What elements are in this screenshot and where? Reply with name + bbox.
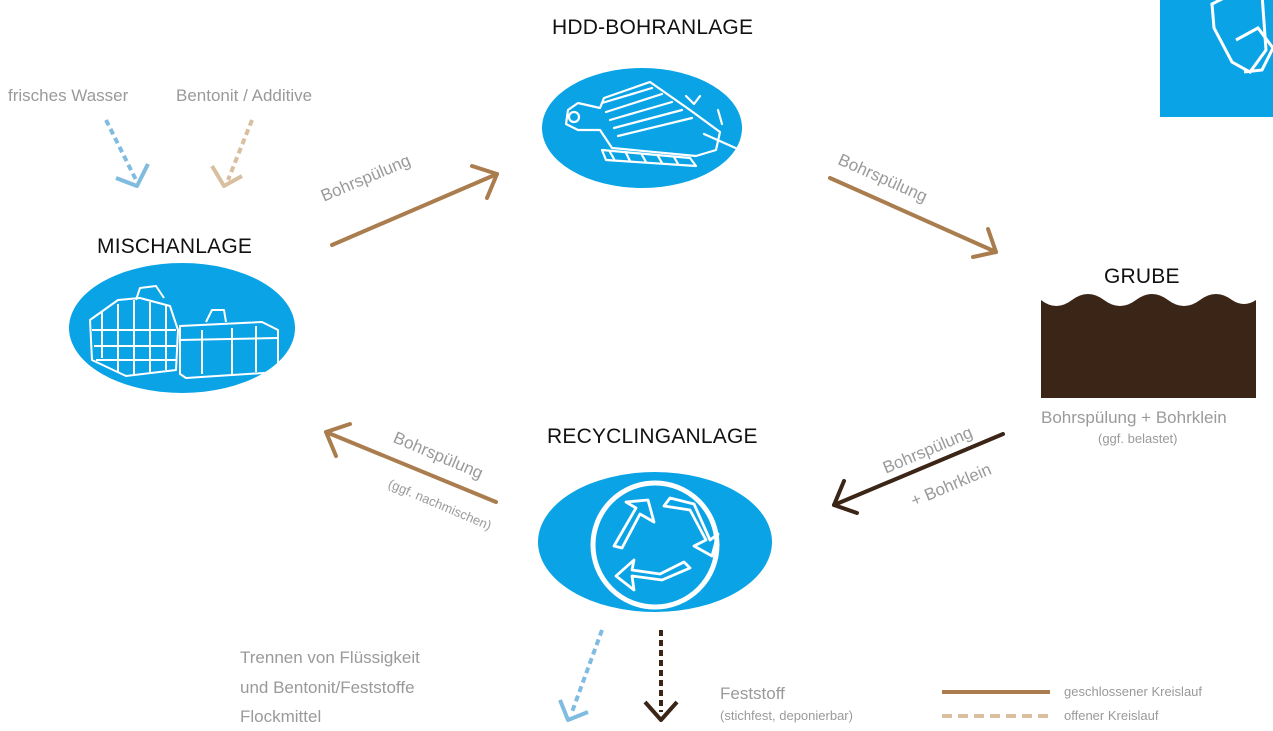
- mischanlage-title: MISCHANLAGE: [97, 235, 253, 258]
- recycle-icon: [612, 496, 720, 592]
- legend: [942, 690, 1050, 718]
- hdd-node: [542, 68, 760, 188]
- hdd-title: HDD-BOHRANLAGE: [552, 16, 754, 39]
- grube-title: GRUBE: [1104, 265, 1180, 288]
- legend-open-label: offener Kreislauf: [1064, 708, 1159, 723]
- grube-node: [1041, 294, 1256, 398]
- edge-hdd-to-grube: [828, 176, 998, 259]
- edge-grube-to-recycling: [832, 432, 1005, 515]
- separation-line-2: und Bentonit/Feststoffe: [240, 678, 415, 697]
- edge-misch-to-hdd: [330, 164, 499, 247]
- legend-closed-label: geschlossener Kreislauf: [1064, 684, 1203, 699]
- grube-subcaption: (ggf. belastet): [1098, 431, 1178, 446]
- input-water-arrow: [104, 119, 150, 188]
- mischanlage-node: [69, 263, 295, 393]
- input-bentonite-arrow: [210, 119, 254, 188]
- output-separation-arrow: [558, 629, 604, 722]
- edge-recycling-to-misch: [324, 422, 498, 504]
- drilling-rig-icon: [564, 80, 760, 168]
- recycling-node: [538, 472, 772, 612]
- separation-line-3: Flockmittel: [240, 707, 322, 726]
- grube-caption: Bohrspülung + Bohrklein: [1041, 408, 1227, 427]
- input-water-label: frisches Wasser: [8, 86, 129, 105]
- input-bentonite-label: Bentonit / Additive: [176, 86, 313, 105]
- corner-logo-icon: [1160, 0, 1273, 117]
- recycling-title: RECYCLINGANLAGE: [547, 425, 758, 448]
- separation-line-1: Trennen von Flüssigkeit: [240, 648, 420, 667]
- output-solid-arrow: [643, 630, 679, 722]
- mixing-plant-icon: [89, 285, 279, 379]
- solid-subtitle: (stichfest, deponierbar): [720, 708, 853, 723]
- solid-title: Feststoff: [720, 684, 785, 703]
